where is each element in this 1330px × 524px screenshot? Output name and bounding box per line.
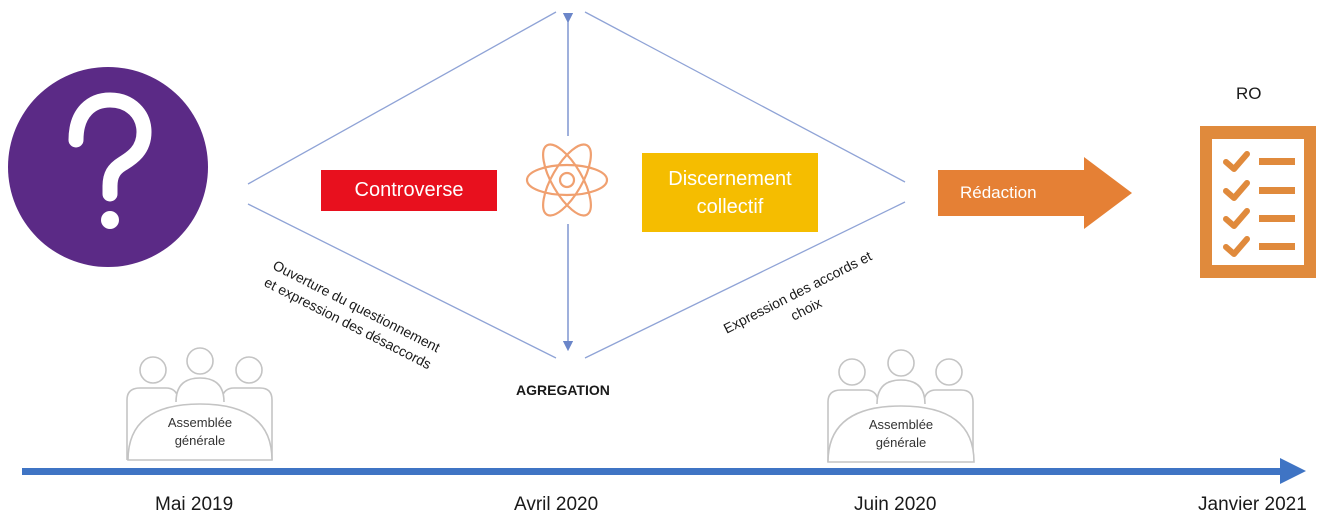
timeline-date: Juin 2020 <box>854 494 937 515</box>
controverse-box: Controverse <box>321 170 497 211</box>
redaction-label: Rédaction <box>960 183 1037 202</box>
timeline-date: Janvier 2021 <box>1198 494 1307 515</box>
assembly-people-icon <box>827 349 975 463</box>
timeline-date: Mai 2019 <box>155 494 234 515</box>
assembly-people-icon <box>126 347 273 461</box>
question-mark-circle-icon <box>8 67 208 267</box>
assembly-label: Assemblée générale <box>868 417 934 450</box>
discernement-box: Discernement collectif <box>642 153 818 232</box>
discernement-label: Discernement collectif <box>668 167 792 218</box>
checklist-icon <box>1200 126 1316 278</box>
agregation-label: AGREGATION <box>516 382 610 398</box>
diamond-outline <box>247 11 906 359</box>
timeline-arrow <box>22 458 1306 484</box>
assembly-label: Assemblée générale <box>167 415 233 448</box>
ro-label: RO <box>1236 84 1262 103</box>
atom-icon <box>525 143 609 217</box>
controverse-label: Controverse <box>354 179 464 201</box>
redaction-arrow <box>938 157 1132 229</box>
timeline-date: Avril 2020 <box>514 494 599 515</box>
